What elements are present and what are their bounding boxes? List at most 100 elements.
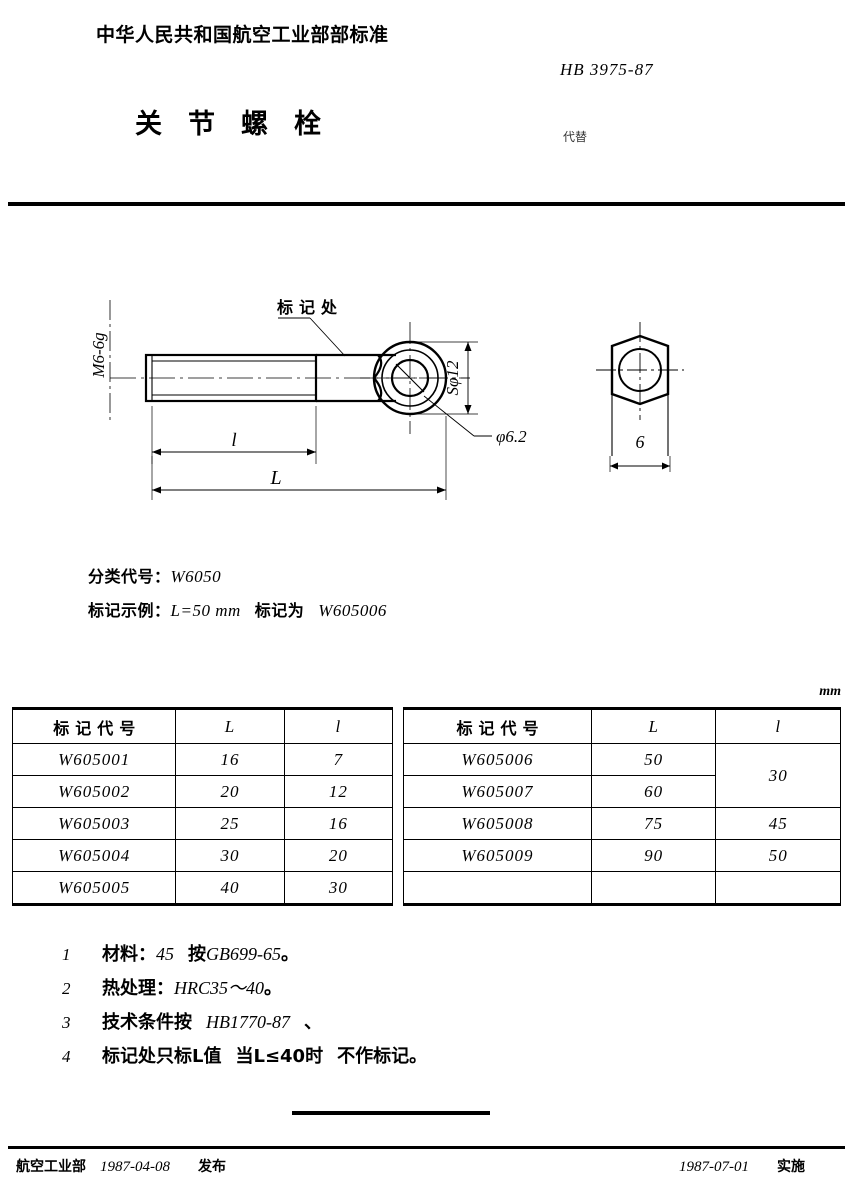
classification-label: 分类代号： — [88, 567, 171, 586]
table-row: W605005 40 30 — [11, 871, 394, 905]
cell-code: W605005 — [11, 871, 177, 905]
thread-spec-label: M6-6g — [89, 332, 108, 378]
spec-table-left: 标记代号 L l W605001 16 7 W605002 20 12 W605… — [11, 707, 394, 906]
standard-number: HB 3975-87 — [560, 60, 654, 79]
cell-l: 12 — [283, 775, 394, 808]
column-header-l: l — [715, 708, 841, 744]
marking-example-mid: 标记为 — [254, 601, 305, 620]
thread-length-label: l — [231, 430, 236, 451]
cell-l — [715, 871, 841, 905]
note-suffix-label: 按 — [188, 944, 206, 965]
note-index: 4 — [62, 1047, 71, 1066]
cell-code — [403, 871, 592, 905]
cell-l: 30 — [283, 871, 394, 905]
column-header-l: l — [283, 708, 394, 744]
note-label: 材料： — [102, 944, 156, 965]
marking-leader-line — [309, 317, 346, 357]
table-row: W605004 30 20 — [11, 839, 394, 872]
cell-code: W605002 — [11, 775, 177, 808]
note-label: 技术条件按 — [102, 1012, 192, 1033]
note-index: 3 — [62, 1013, 71, 1032]
cell-L: 90 — [590, 839, 717, 872]
sphere-diameter-label: Sφ12 — [443, 360, 462, 395]
table-row-empty — [403, 871, 841, 905]
marking-example-value: L=50 mm — [170, 601, 241, 620]
sphere-arrow-bottom — [464, 405, 472, 414]
cell-L: 40 — [175, 871, 285, 905]
cell-L: 20 — [175, 775, 285, 808]
header-divider-rule — [8, 202, 845, 206]
table-row: W605009 90 50 — [403, 839, 841, 872]
column-header-code: 标记代号 — [403, 708, 592, 744]
cell-l-merged: 30 — [715, 743, 841, 808]
cell-L: 16 — [175, 743, 285, 776]
classification-code: W6050 — [170, 567, 222, 586]
note-value: HB1770-87 — [206, 1012, 290, 1032]
footer-divider-rule — [8, 1146, 845, 1149]
marking-example-label: 标记示例： — [88, 601, 171, 620]
note-end: 。 — [281, 944, 299, 965]
column-header-L: L — [175, 708, 285, 744]
note-text: 标记处只标L值当L≤40时不作标记。 — [102, 1042, 427, 1068]
l-arrow-right — [307, 448, 316, 456]
note-value: HRC35～40 — [174, 978, 264, 998]
side-arrow-left — [610, 462, 618, 470]
cell-l: 50 — [715, 839, 841, 872]
note-label: 热处理： — [102, 978, 174, 999]
side-arrow-right — [662, 462, 670, 470]
note-item: 2 热处理：HRC35～40。 — [62, 974, 762, 1008]
cell-code: W605006 — [403, 743, 592, 776]
classification-code-line: 分类代号：W6050 — [88, 563, 221, 587]
note-index: 2 — [62, 979, 71, 998]
marking-callout-label: 标记处 — [276, 298, 343, 317]
note-index: 1 — [62, 945, 71, 964]
bolt-drawing-svg: M6-6g 标记处 Sφ12 φ6.2 l L 6 — [89, 298, 684, 500]
table-row: W605007 60 — [403, 775, 841, 808]
cell-code: W605004 — [11, 839, 177, 872]
cell-L: 50 — [590, 743, 717, 776]
table-row: W605003 25 16 — [11, 807, 394, 840]
cell-l: 20 — [283, 839, 394, 872]
note-value: 当L≤40时 — [235, 1046, 324, 1067]
cell-code: W605001 — [11, 743, 177, 776]
total-length-label: L — [269, 467, 281, 489]
cell-l: 7 — [283, 743, 394, 776]
cell-code: W605003 — [11, 807, 177, 840]
bore-diameter-label: φ6.2 — [496, 427, 527, 446]
note-item: 4 标记处只标L值当L≤40时不作标记。 — [62, 1042, 762, 1076]
note-suffix-value: GB699-65 — [206, 944, 281, 964]
side-width-label: 6 — [636, 432, 645, 452]
footer-effective-date: 1987-07-01 — [679, 1159, 749, 1175]
cell-L: 60 — [590, 775, 717, 808]
specification-tables: 标记代号 L l W605001 16 7 W605002 20 12 W605… — [11, 707, 841, 906]
cell-code: W605008 — [403, 807, 592, 840]
L-arrow-left — [152, 486, 161, 494]
table-header-row: 标记代号 L l — [11, 708, 394, 744]
cell-L: 30 — [175, 839, 285, 872]
note-end: 。 — [409, 1046, 428, 1067]
table-row: W605001 16 7 — [11, 743, 394, 776]
cell-l: 45 — [715, 807, 841, 840]
replaces-label: 代替 — [563, 130, 588, 144]
cell-L: 75 — [590, 807, 717, 840]
column-header-code: 标记代号 — [11, 708, 177, 744]
L-arrow-right — [437, 486, 446, 494]
column-header-L: L — [590, 708, 717, 744]
note-suffix-label: 不作标记 — [337, 1046, 410, 1067]
cell-L — [590, 871, 717, 905]
table-row: W605002 20 12 — [11, 775, 394, 808]
cell-L: 25 — [175, 807, 285, 840]
footer-issue-date: 1987-04-08 — [100, 1159, 170, 1175]
footer-issuer: 航空工业部 — [16, 1159, 86, 1175]
threaded-shank-outline — [144, 353, 318, 403]
spec-table-right: 标记代号 L l W605006 50 30 W605007 60 W60500… — [403, 707, 841, 906]
technical-drawing: M6-6g 标记处 Sφ12 φ6.2 l L 6 — [0, 260, 853, 525]
